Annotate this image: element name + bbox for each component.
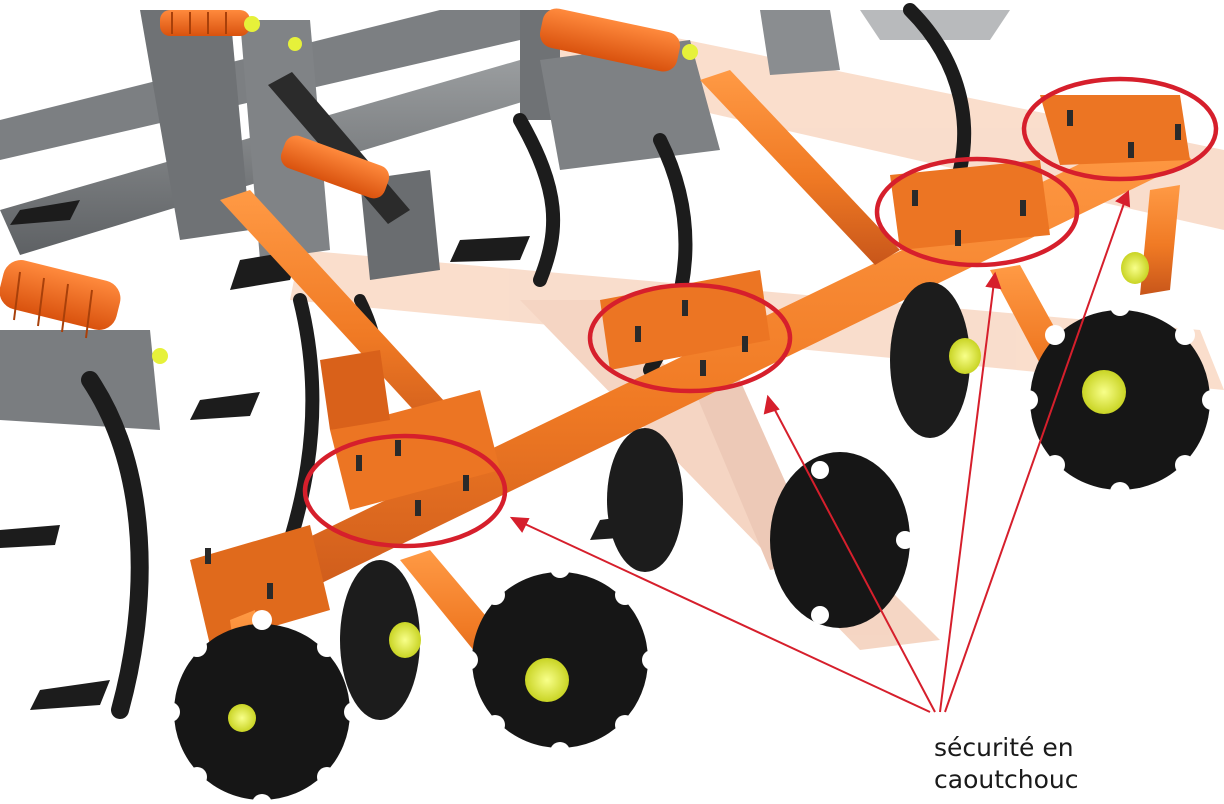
highlight-ellipse-1 xyxy=(302,433,508,549)
orange-frame xyxy=(190,70,1192,730)
callout-line-1: sécurité en xyxy=(934,733,1074,762)
notched-discs xyxy=(160,282,1222,804)
disc-front-middle xyxy=(458,558,662,762)
disc-rear-right xyxy=(1018,296,1222,502)
disc-angled-left xyxy=(340,282,970,720)
callout-line-2: caoutchouc xyxy=(934,765,1079,794)
bearing-hubs xyxy=(389,252,1149,658)
coil-springs xyxy=(0,8,698,364)
highlight-ellipses xyxy=(302,76,1219,549)
callout-leader-lines xyxy=(509,190,1131,713)
highlight-ellipse-2 xyxy=(587,282,793,394)
callout-label: sécurité en caoutchouc xyxy=(934,732,1214,796)
frame-bolts xyxy=(205,110,1181,599)
grey-chassis xyxy=(0,10,1010,430)
highlight-ellipse-3 xyxy=(874,156,1080,268)
disc-center xyxy=(770,452,914,628)
highlight-ellipse-4 xyxy=(1021,76,1219,182)
disc-front-left xyxy=(160,610,364,804)
